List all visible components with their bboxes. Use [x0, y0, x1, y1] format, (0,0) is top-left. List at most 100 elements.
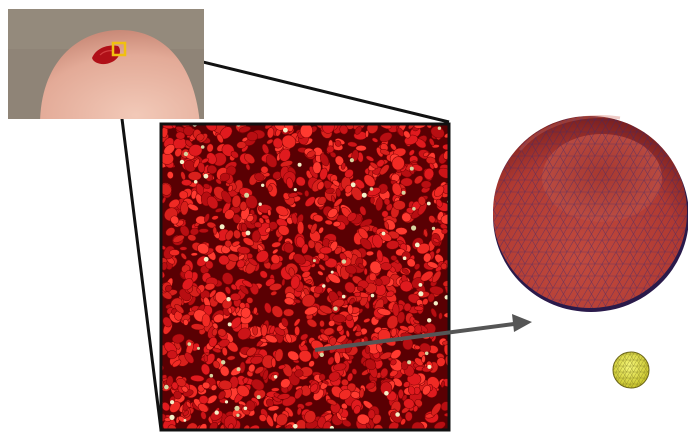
fingertip-photo	[8, 9, 204, 125]
platelet	[432, 227, 435, 230]
arrow-head	[512, 314, 532, 332]
platelet	[210, 374, 214, 378]
platelet	[427, 318, 431, 322]
platelet	[438, 127, 441, 130]
red-blood-cell	[369, 273, 376, 281]
red-blood-cell	[405, 412, 413, 422]
platelet	[228, 322, 232, 326]
platelet	[313, 259, 316, 262]
platelet	[164, 385, 169, 390]
platelet	[170, 400, 174, 404]
red-blood-cell	[365, 130, 369, 137]
blood-sample-simulation	[155, 116, 455, 432]
platelet	[410, 167, 414, 171]
platelet	[427, 202, 431, 206]
platelet	[395, 412, 400, 417]
red-blood-cell	[167, 350, 177, 359]
red-blood-cell	[319, 374, 326, 381]
platelet	[259, 203, 262, 206]
red-blood-cell	[365, 346, 370, 354]
platelet	[342, 259, 346, 263]
red-blood-cell	[366, 251, 374, 256]
red-blood-cell	[213, 227, 217, 235]
platelet	[244, 193, 249, 198]
rbc-mesh	[493, 116, 687, 308]
platelet	[283, 128, 288, 133]
red-blood-cell	[283, 309, 293, 316]
red-blood-cell	[421, 181, 431, 189]
platelet	[184, 152, 188, 156]
platelet	[402, 191, 406, 195]
platelet	[226, 297, 230, 301]
red-blood-cell	[347, 305, 353, 315]
red-blood-cell	[300, 124, 313, 138]
platelet-model	[613, 352, 649, 388]
platelet	[257, 395, 261, 399]
red-blood-cell	[313, 162, 321, 174]
red-blood-cell	[368, 409, 375, 419]
platelet	[221, 360, 225, 364]
red-blood-cell	[202, 314, 210, 327]
red-blood-cell-model	[493, 116, 688, 312]
red-blood-cell	[224, 240, 231, 248]
platelet	[234, 406, 239, 411]
red-blood-cell	[438, 313, 442, 320]
platelet	[201, 145, 205, 149]
platelet	[298, 163, 302, 167]
platelet	[236, 414, 239, 417]
red-blood-cell	[393, 200, 405, 210]
platelet	[204, 174, 209, 179]
platelet	[188, 342, 192, 346]
red-blood-cell	[304, 190, 309, 196]
red-blood-cell	[271, 387, 279, 391]
platelet	[294, 188, 297, 191]
platelet	[169, 415, 174, 420]
red-blood-cell	[381, 263, 392, 271]
red-blood-cell	[191, 253, 198, 256]
red-blood-cell	[268, 185, 273, 192]
platelet	[411, 225, 416, 230]
platelet	[246, 231, 251, 236]
platelet	[403, 256, 407, 260]
platelet	[215, 410, 219, 414]
platelet	[333, 307, 337, 311]
platelet	[220, 224, 225, 229]
red-blood-cell	[297, 221, 303, 234]
red-blood-cell	[356, 145, 367, 151]
platelet	[261, 184, 264, 187]
red-blood-cell	[181, 179, 191, 185]
red-blood-cell	[267, 209, 271, 216]
platelet	[204, 257, 209, 262]
red-blood-cell	[170, 250, 180, 256]
platelet	[293, 424, 298, 429]
red-blood-cell	[271, 358, 276, 368]
platelet	[225, 400, 228, 403]
red-blood-cell	[346, 314, 353, 320]
platelet	[350, 158, 354, 162]
platelet	[382, 232, 386, 236]
red-blood-cell	[421, 355, 425, 363]
platelet	[274, 375, 278, 379]
red-blood-cell	[333, 221, 341, 227]
platelet	[342, 295, 346, 299]
red-blood-cell	[199, 229, 209, 233]
platelet	[362, 193, 367, 198]
platelet-mesh	[613, 352, 649, 388]
red-blood-cell	[364, 268, 368, 275]
red-blood-cell	[261, 324, 268, 336]
platelet	[371, 294, 375, 298]
platelet	[237, 367, 241, 371]
red-blood-cell	[294, 326, 299, 335]
platelet	[370, 187, 374, 191]
red-blood-cell	[253, 307, 257, 314]
red-blood-cell	[252, 326, 257, 336]
platelet	[418, 291, 423, 296]
red-blood-cell	[180, 247, 187, 251]
platelet	[384, 391, 389, 396]
platelet	[180, 160, 184, 164]
platelet	[415, 243, 420, 248]
platelet	[331, 271, 334, 274]
platelet	[184, 419, 187, 422]
